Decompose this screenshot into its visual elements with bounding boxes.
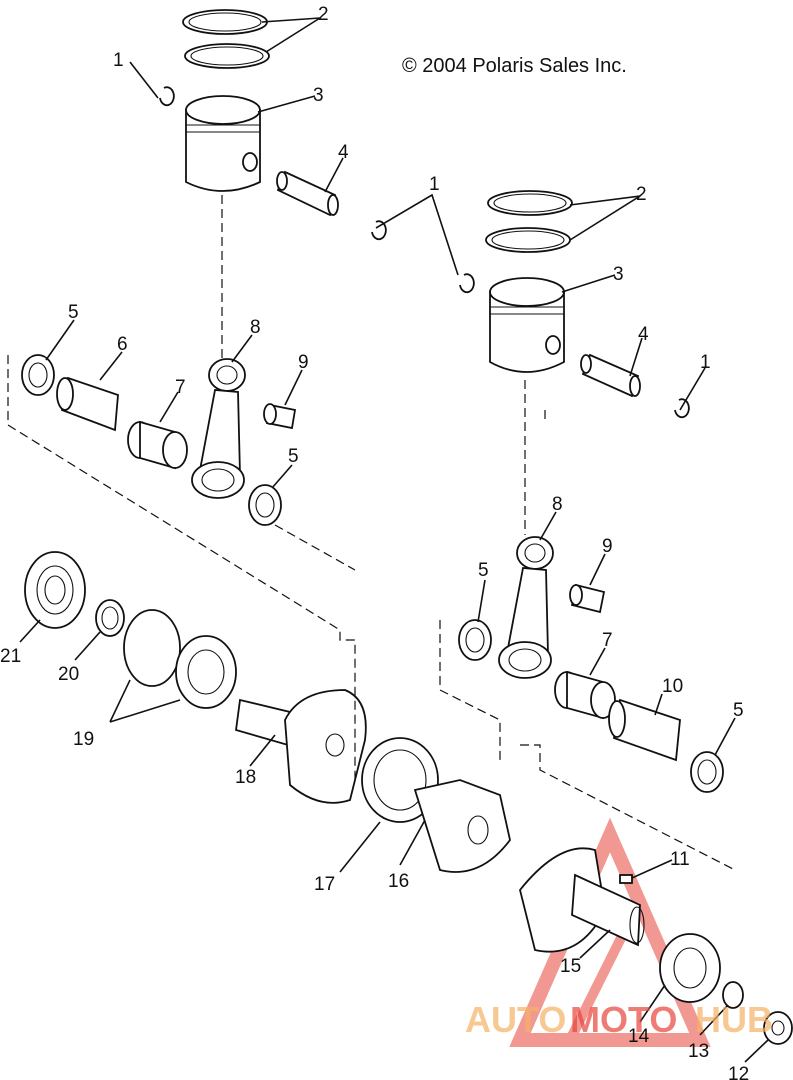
needle-bearing-lower-right (554, 670, 616, 720)
piston-ring-upper-left (182, 9, 268, 35)
piston-ring-upper-right (487, 190, 573, 216)
retaining-ring (123, 609, 181, 687)
piston-pin-right (580, 353, 641, 398)
crankshaft-left-half (235, 689, 367, 804)
callout-13: 13 (688, 1041, 709, 1062)
callout-5-right-b: 5 (733, 700, 744, 721)
main-bearing-inner-left (175, 635, 237, 709)
crank-pin-left (56, 376, 119, 432)
piston-left (185, 95, 261, 192)
washer-right (722, 981, 744, 1009)
thrust-washer-right-a (458, 619, 492, 661)
crank-pin-right (608, 698, 681, 762)
thrust-washer-left-a (21, 354, 55, 396)
callout-4-right: 4 (638, 324, 649, 345)
needle-bearing-lower-left (127, 420, 188, 470)
callout-10: 10 (662, 676, 683, 697)
callout-14: 14 (628, 1026, 650, 1047)
callout-labels: 2 1 3 4 1 2 3 4 1 5 6 7 8 9 5 8 9 5 7 10… (0, 4, 749, 1080)
callout-6: 6 (117, 334, 128, 355)
circlip-left-a (159, 86, 175, 107)
callout-9-left: 9 (298, 352, 309, 373)
callout-20: 20 (58, 664, 79, 685)
callout-4-left: 4 (338, 142, 349, 163)
main-bearing-outer-left (24, 551, 86, 629)
callout-12: 12 (728, 1064, 749, 1080)
callout-17: 17 (314, 874, 335, 895)
callout-3-right: 3 (613, 264, 624, 285)
needle-bearing-upper-right (569, 583, 606, 614)
copyright-notice: © 2004 Polaris Sales Inc. (402, 55, 627, 77)
callout-18: 18 (235, 767, 256, 788)
alignment-lines (7, 195, 736, 871)
callout-15: 15 (560, 956, 581, 977)
callout-11: 11 (670, 849, 690, 870)
watermark-hub: HUB (695, 999, 773, 1040)
callout-1-middle: 1 (429, 174, 440, 195)
watermark-auto: AUTO (465, 999, 566, 1040)
callout-8-right: 8 (552, 494, 563, 515)
callout-1-left: 1 (113, 50, 124, 71)
watermark-moto: MOTO (570, 999, 677, 1040)
thrust-washer-left-b (248, 484, 282, 526)
callout-2-left: 2 (318, 4, 329, 25)
thrust-washer-right-b (690, 751, 724, 793)
main-bearing-right (659, 933, 721, 1003)
circlip-right-a (459, 273, 475, 294)
leader-lines (19, 17, 769, 1063)
shim-washer (95, 599, 125, 637)
callout-1-right: 1 (700, 352, 711, 373)
callout-2-right: 2 (636, 184, 647, 205)
callout-3-left: 3 (313, 85, 324, 106)
watermark-text: AUTO MOTO HUB (465, 999, 773, 1040)
callout-9-right: 9 (602, 536, 613, 557)
piston-right (489, 277, 565, 373)
crankshaft-center-section (413, 779, 511, 873)
callout-8-left: 8 (250, 317, 261, 338)
connecting-rod-right (498, 536, 554, 679)
crankshaft-right-half (519, 847, 645, 953)
callout-5-left-b: 5 (288, 446, 299, 467)
piston-ring-lower-left (184, 43, 270, 69)
needle-bearing-upper-left (263, 403, 297, 430)
circlip-left-b (371, 220, 387, 241)
callout-21: 21 (0, 646, 21, 667)
callout-16: 16 (388, 871, 409, 892)
callout-19: 19 (73, 729, 94, 750)
woodruff-key (619, 874, 633, 884)
nut-right (763, 1011, 793, 1045)
callout-7-left: 7 (175, 377, 186, 398)
callout-5-right-a: 5 (478, 560, 489, 581)
piston-pin-left (276, 170, 339, 217)
callout-5-left-a: 5 (68, 302, 79, 323)
piston-ring-lower-right (485, 227, 571, 253)
callout-7-right: 7 (602, 630, 613, 651)
connecting-rod-left (191, 358, 246, 499)
